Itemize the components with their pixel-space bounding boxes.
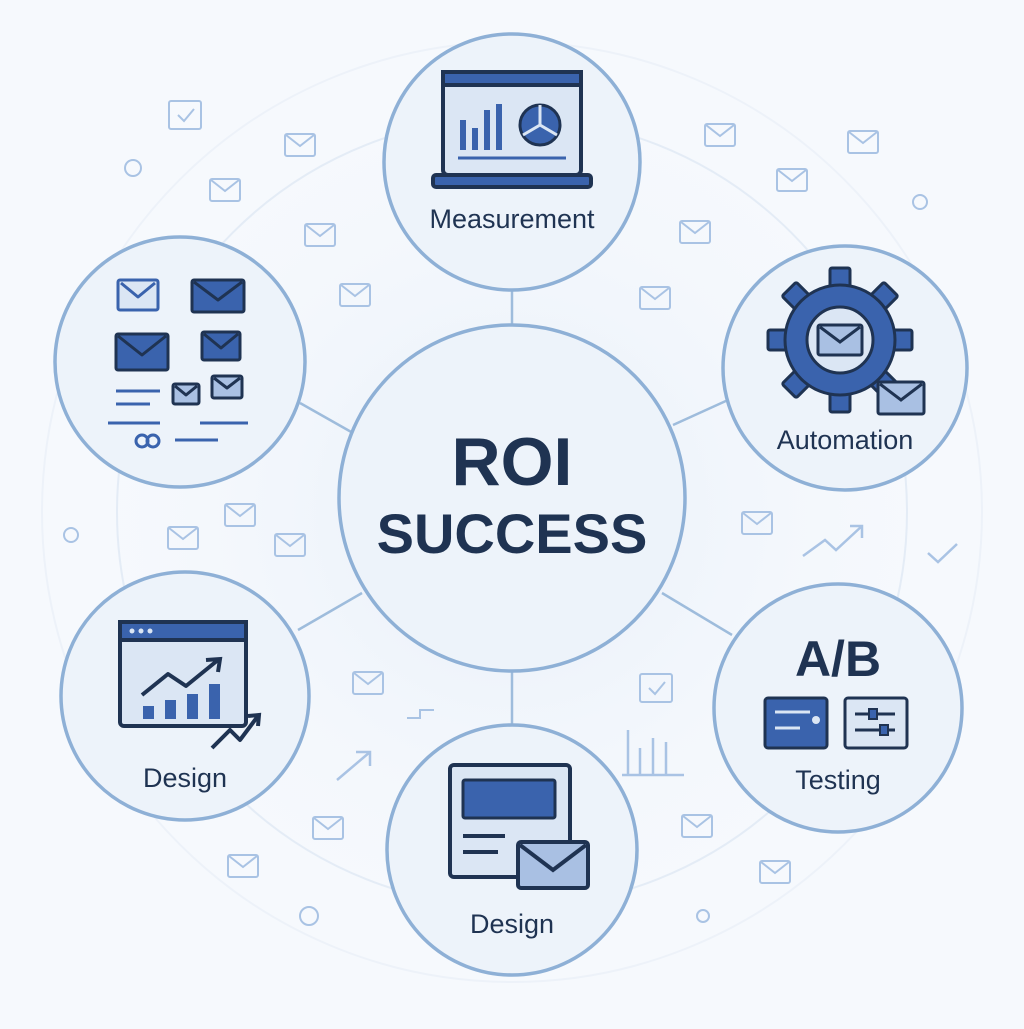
laptop-analytics-icon [431, 70, 593, 189]
dot-icon [124, 159, 142, 177]
automation-label: Automation [777, 425, 914, 455]
design-left-label: Design [143, 763, 227, 793]
step-line-icon [407, 709, 434, 719]
email-grid-lines [108, 389, 248, 449]
email-grid-icon [114, 278, 246, 406]
testing-label: Testing [795, 765, 881, 795]
design-bottom-label: Design [470, 909, 554, 939]
envelope-icon [847, 130, 879, 154]
arrow-icon [336, 750, 372, 781]
decorative-icons [63, 100, 958, 926]
node-testing: A/B Testing [712, 582, 964, 834]
check-mail-icon [168, 100, 202, 130]
center-subtitle: SUCCESS [377, 502, 648, 565]
connector-automation [672, 398, 729, 427]
growth-chart-window-icon [118, 620, 262, 750]
dot-icon [912, 194, 928, 210]
node-design-bottom: Design [385, 723, 639, 977]
ab-toggle-cards-icon [763, 696, 909, 750]
node-measurement: Measurement [382, 32, 642, 292]
trend-arrow-icon [802, 524, 864, 558]
ab-heading: A/B [795, 631, 881, 687]
node-design-left: Design [59, 570, 311, 822]
center-node: ROI SUCCESS [337, 323, 687, 673]
node-email-grid [53, 235, 307, 489]
node-automation: Automation [721, 244, 969, 492]
dot-icon [696, 909, 710, 923]
connector-testing [661, 591, 733, 637]
bar-chart-icon [622, 730, 684, 777]
connectors [297, 285, 733, 725]
connector-left-top [299, 401, 354, 435]
email-layout-icon [448, 763, 590, 890]
dot-icon [299, 906, 319, 926]
connector-design-left [297, 591, 363, 632]
center-title: ROI [452, 424, 573, 500]
dot-icon [63, 527, 79, 543]
gear-envelope-icon [766, 266, 926, 416]
check-icon [927, 543, 958, 564]
measurement-label: Measurement [429, 204, 595, 234]
